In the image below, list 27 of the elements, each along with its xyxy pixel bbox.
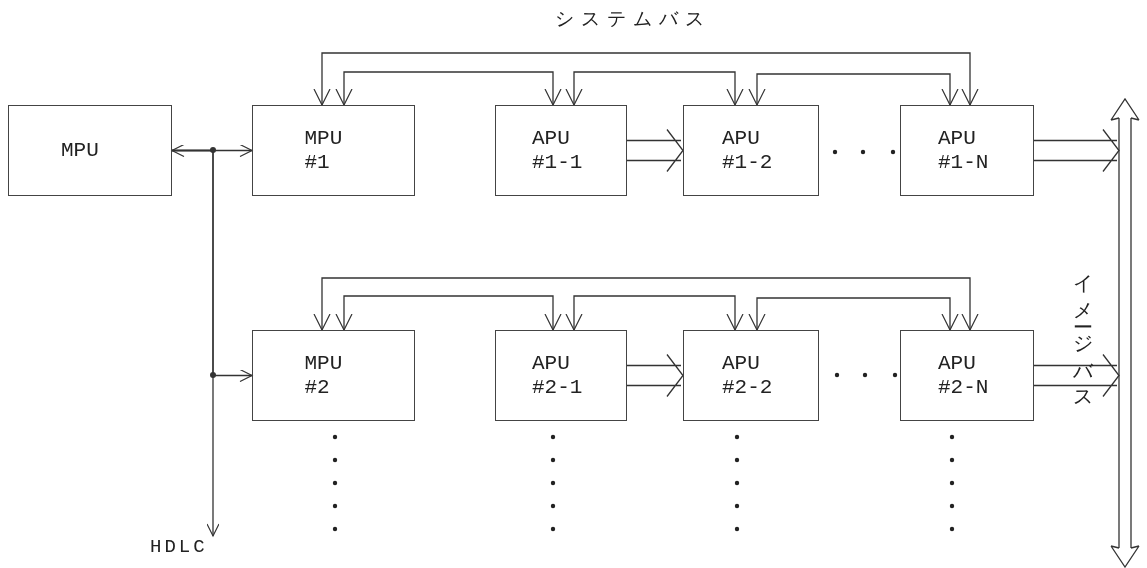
arrow [171, 143, 253, 158]
double-arrow [626, 128, 684, 173]
arrow [335, 71, 562, 106]
processor-box: APU #2-N [900, 330, 1034, 421]
processor-box: APU #2-2 [683, 330, 819, 421]
arrow [313, 52, 979, 106]
processor-box: APU #2-1 [495, 330, 627, 421]
arrow [335, 295, 562, 331]
bus-label: イメージバス [1070, 260, 1096, 405]
processor-box: APU #1-1 [495, 105, 627, 196]
double-arrow [1033, 128, 1120, 173]
arrow [313, 277, 979, 331]
double-arrow [626, 353, 684, 398]
arrow [171, 149, 220, 537]
processor-box: MPU [8, 105, 172, 196]
processor-box: APU #1-N [900, 105, 1034, 196]
arrow [565, 295, 744, 331]
processor-box: MPU #1 [252, 105, 415, 196]
terminal-label: HDLC [150, 536, 208, 558]
bus-label: システムバス [555, 6, 711, 31]
processor-box: APU #1-2 [683, 105, 819, 196]
processor-box: MPU #2 [252, 330, 415, 421]
arrow [748, 73, 959, 106]
double-arrow [1033, 353, 1120, 398]
bus-bar [1110, 98, 1140, 568]
arrow [565, 71, 744, 106]
arrow [748, 297, 959, 331]
